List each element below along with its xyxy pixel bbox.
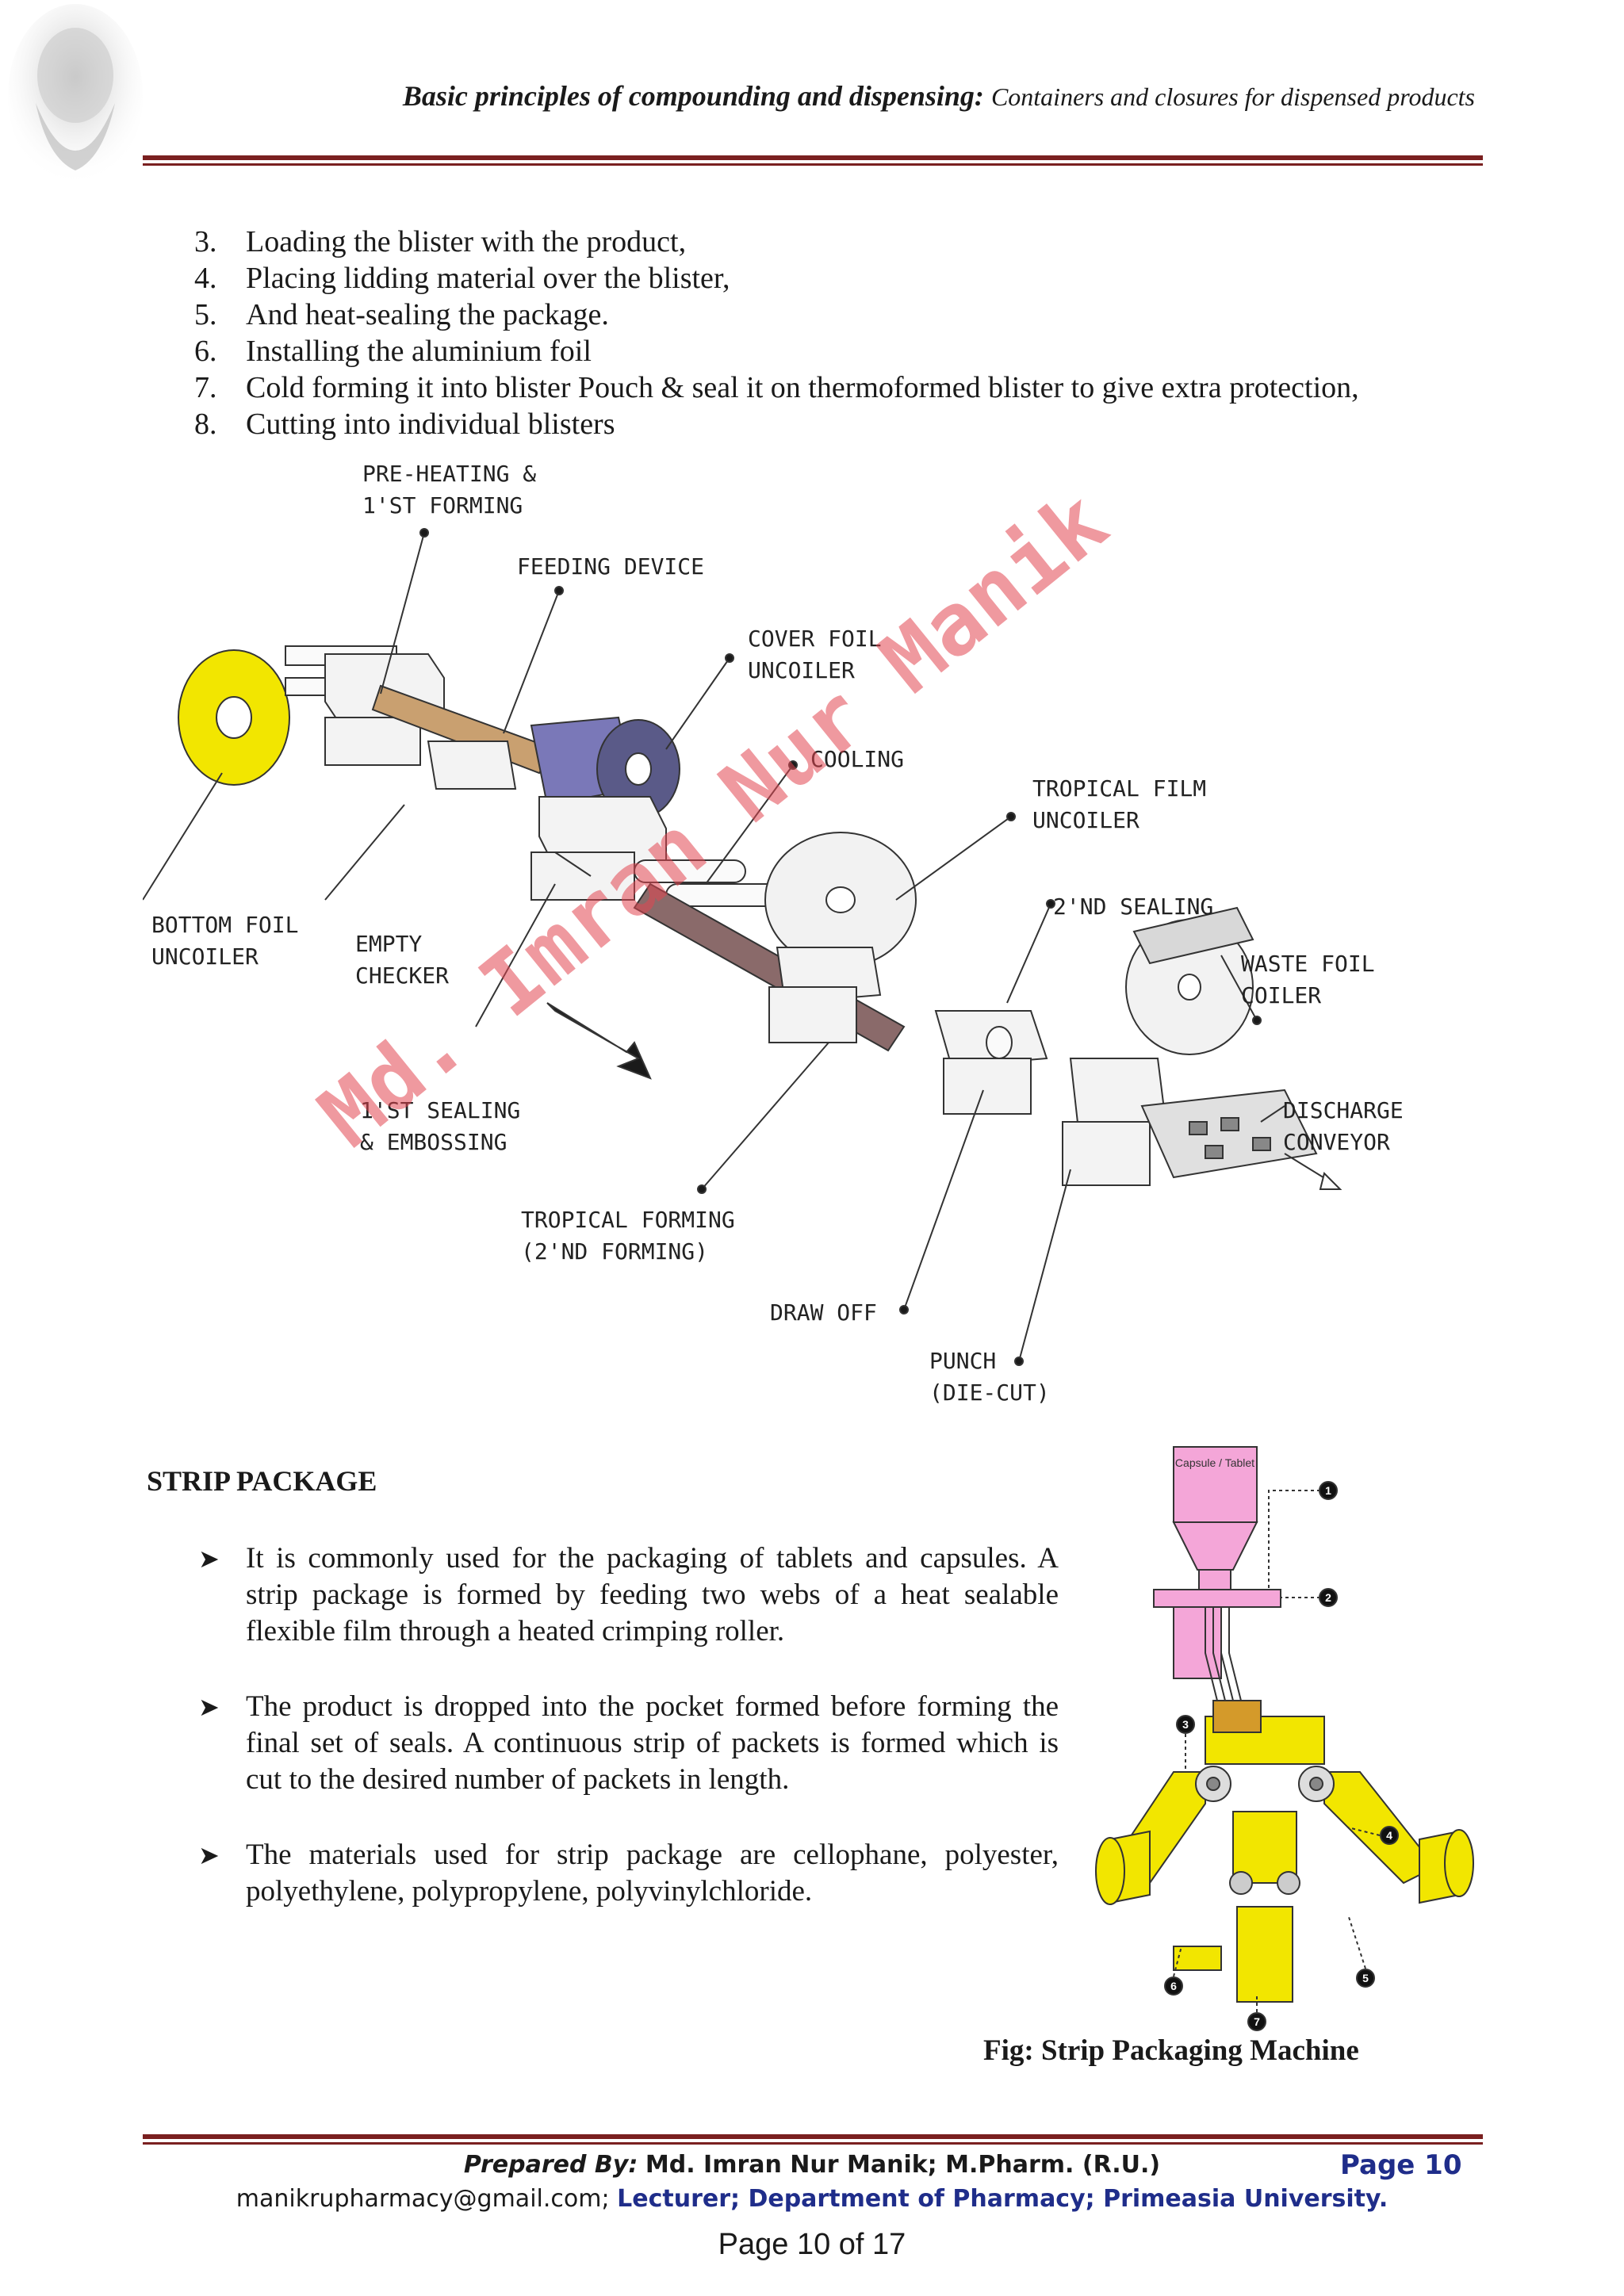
strip-machine-figure: Capsule / Tablet 1 2 3 4 5 6 7 xyxy=(1095,1446,1474,2031)
blister-machine-diagram xyxy=(143,528,1342,1366)
label-cooling: COOLING xyxy=(810,746,905,772)
diagram-drawing xyxy=(178,645,1342,1190)
arrow-bullet-icon: ➤ xyxy=(198,1544,220,1573)
list-item: 5.And heat-sealing the package. xyxy=(194,298,609,331)
list-item: 4.Placing lidding material over the blis… xyxy=(194,262,730,295)
bullet-paragraph: ➤ The materials used for strip package a… xyxy=(198,1839,1059,1908)
header-topic: Containers and closures for dispensed pr… xyxy=(990,82,1475,111)
label-leader-lines xyxy=(143,528,1285,1366)
label-bottom-foil: BOTTOM FOIL UNCOILER xyxy=(151,912,299,970)
label-second-sealing: 2'ND SEALING xyxy=(1053,894,1214,920)
list-item: 3.Loading the blister with the product, xyxy=(194,225,687,258)
page-header: Basic principles of compounding and disp… xyxy=(293,79,1475,113)
footer-email[interactable]: manikrupharmacy@gmail.com; xyxy=(236,2185,610,2213)
marker-3: 3 xyxy=(1182,1718,1189,1731)
footer-rule-thick xyxy=(143,2134,1483,2139)
page-number: Page 10 of 17 xyxy=(718,2228,906,2261)
footer-rule-thin xyxy=(143,2142,1483,2145)
label-waste-foil: WASTE FOIL COILER xyxy=(1241,951,1375,1008)
marker-4: 4 xyxy=(1386,1829,1392,1842)
label-empty-checker: EMPTY CHECKER xyxy=(355,931,450,989)
label-preheating: PRE-HEATING & 1'ST FORMING xyxy=(362,461,537,519)
blister-steps-list: 3.Loading the blister with the product, … xyxy=(194,224,1359,442)
label-tropical-film: TROPICAL FILM UNCOILER xyxy=(1032,775,1207,833)
section-heading: STRIP PACKAGE xyxy=(147,1465,377,1497)
footer-contact: manikrupharmacy@gmail.com; Lecturer; Dep… xyxy=(0,2185,1624,2213)
label-discharge: DISCHARGE CONVEYOR xyxy=(1283,1097,1404,1155)
footer-affiliation: Lecturer; Department of Pharmacy; Primea… xyxy=(617,2185,1388,2213)
label-first-sealing: 1'ST SEALING & EMBOSSING xyxy=(360,1097,521,1155)
bullet-paragraph: ➤ The product is dropped into the pocket… xyxy=(198,1690,1059,1796)
label-punch: PUNCH (DIE-CUT) xyxy=(929,1348,1050,1406)
marker-7: 7 xyxy=(1254,2015,1260,2028)
bullet-paragraph: ➤ It is commonly used for the packaging … xyxy=(198,1542,1059,1647)
author-portrait xyxy=(8,4,143,186)
marker-5: 5 xyxy=(1362,1972,1369,1984)
figure-caption: Fig: Strip Packaging Machine xyxy=(983,2034,1359,2067)
marker-1: 1 xyxy=(1325,1484,1331,1497)
marker-2: 2 xyxy=(1325,1591,1331,1604)
hopper-label: Capsule / Tablet xyxy=(1175,1456,1254,1469)
arrow-bullet-icon: ➤ xyxy=(198,1693,220,1721)
label-cover-foil: COVER FOIL UNCOILER xyxy=(748,626,882,683)
list-item: 6.Installing the aluminium foil xyxy=(194,335,592,368)
footer-prepared-by: Prepared By: Md. Imran Nur Manik; M.Phar… xyxy=(463,2151,1161,2179)
list-item: 7.Cold forming it into blister Pouch & s… xyxy=(194,371,1359,404)
label-tropical-forming: TROPICAL FORMING (2'ND FORMING) xyxy=(521,1207,735,1265)
header-rule-thin xyxy=(143,163,1483,166)
footer-page-label: Page 10 xyxy=(1340,2149,1462,2181)
label-feeding-device: FEEDING DEVICE xyxy=(517,553,705,580)
list-item: 8.Cutting into individual blisters xyxy=(194,408,615,441)
marker-6: 6 xyxy=(1170,1980,1177,1992)
arrow-bullet-icon: ➤ xyxy=(198,1841,220,1869)
header-course-title: Basic principles of compounding and disp… xyxy=(402,80,984,112)
header-rule-thick xyxy=(143,155,1483,160)
label-draw-off: DRAW OFF xyxy=(770,1299,877,1326)
